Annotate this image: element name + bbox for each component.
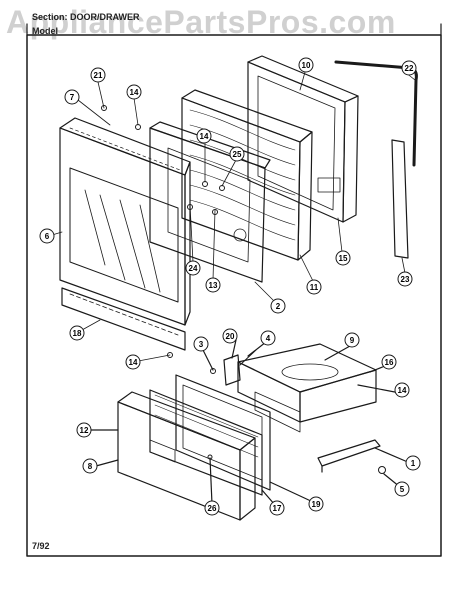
callout-1: 1 [405,455,421,471]
callout-12: 12 [76,422,92,438]
callout-7: 7 [64,89,80,105]
model-label: Model [32,26,58,36]
callout-17: 17 [269,500,285,516]
svg-text:6: 6 [45,232,50,241]
drawer-frame [175,374,271,491]
svg-text:11: 11 [310,283,319,292]
callout-14: 14 [126,84,142,100]
diagram-border [26,34,442,557]
callout-23: 23 [397,271,413,287]
svg-text:10: 10 [302,61,311,70]
svg-text:26: 26 [208,504,217,513]
svg-text:14: 14 [200,132,209,141]
watermark-text: AppliancePartsPros.com [6,4,396,40]
revision-date: 7/92 [32,541,50,551]
part-callouts: 21 7 14 10 22 14 25 6 24 13 11 15 23 2 1… [39,57,421,516]
callout-25: 25 [229,146,245,162]
svg-text:9: 9 [350,336,355,345]
callout-16: 16 [381,354,397,370]
callout-24: 24 [185,260,201,276]
svg-text:21: 21 [94,71,103,80]
svg-text:8: 8 [88,462,93,471]
svg-text:14: 14 [398,386,407,395]
svg-text:5: 5 [400,485,405,494]
inner-door-liner [149,121,271,283]
svg-text:22: 22 [405,64,414,73]
svg-text:1: 1 [411,459,416,468]
callout-15: 15 [335,250,351,266]
svg-text:12: 12 [80,426,89,435]
door-bottom-trim [61,287,186,351]
svg-text:18: 18 [73,329,82,338]
callout-14d: 14 [125,354,141,370]
svg-text:16: 16 [385,358,394,367]
callout-19: 19 [308,496,324,512]
drawer-front-panel [117,391,256,521]
svg-text:17: 17 [273,504,282,513]
section-label: Section: DOOR/DRAWER [32,12,140,22]
svg-text:14: 14 [130,88,139,97]
outer-door-panel [59,117,191,326]
door-insulation [181,89,313,261]
callout-18: 18 [69,325,85,341]
screws [101,105,386,474]
svg-text:7: 7 [70,93,75,102]
callout-14b: 14 [196,128,212,144]
drawer-bracket [223,349,257,386]
callout-8: 8 [82,458,98,474]
callout-2: 2 [270,298,286,314]
svg-text:4: 4 [266,334,271,343]
door-inner-frame [247,55,359,223]
svg-text:14: 14 [129,358,138,367]
callout-3: 3 [193,336,209,352]
callout-20: 20 [222,328,238,344]
callout-4: 4 [260,330,276,346]
callout-21: 21 [90,67,106,83]
svg-text:13: 13 [209,281,218,290]
callout-6: 6 [39,228,55,244]
callout-13: 13 [205,277,221,293]
svg-text:20: 20 [226,332,235,341]
svg-text:19: 19 [312,500,321,509]
callout-5: 5 [394,481,410,497]
drawer-slide [317,439,381,473]
door-gasket-side [391,139,409,259]
callout-9: 9 [344,332,360,348]
callout-11: 11 [306,279,322,295]
svg-text:3: 3 [199,340,204,349]
callout-14c: 14 [394,382,410,398]
svg-text:25: 25 [233,150,242,159]
svg-text:15: 15 [339,254,348,263]
callout-10: 10 [298,57,314,73]
callout-22: 22 [401,60,417,76]
svg-text:23: 23 [401,275,410,284]
svg-text:2: 2 [276,302,281,311]
drawer-insulation [149,389,263,496]
svg-text:24: 24 [189,264,198,273]
drawer-body [237,343,377,433]
callout-26: 26 [204,500,220,516]
